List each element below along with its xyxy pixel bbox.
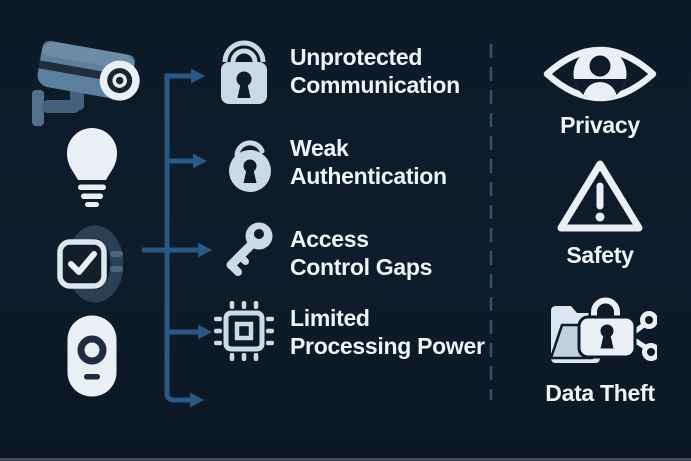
smart-bulb-icon [65, 126, 119, 212]
arrowhead-1 [191, 68, 205, 84]
vuln-line1: Unprotected [290, 44, 423, 70]
eye-privacy-icon [542, 36, 658, 112]
impact-label-data-theft: Data Theft [545, 380, 655, 406]
vulnerability-label-access-control-gaps: Access Control Gaps [290, 226, 510, 281]
data-theft-folder-lock-share-icon [545, 287, 657, 371]
vulnerability-label-limited-processing-power: Limited Processing Power [290, 305, 510, 360]
key-icon [219, 220, 277, 278]
microchip-icon [212, 299, 276, 363]
arrowhead-5 [190, 392, 204, 408]
bottom-edge-strip [0, 458, 691, 461]
cctv-camera-icon [26, 26, 152, 132]
smart-doorbell-icon [66, 314, 118, 398]
impact-label-privacy: Privacy [560, 112, 640, 138]
warning-triangle-icon [554, 155, 646, 237]
padlock-signal-icon [220, 29, 268, 105]
round-padlock-icon [228, 125, 272, 193]
vuln-line1: Access [290, 226, 369, 252]
vuln-line2: Processing Power [290, 332, 485, 359]
vuln-line1: Limited [290, 305, 370, 331]
vuln-line2: Control Gaps [290, 253, 433, 280]
impact-label-safety: Safety [566, 242, 634, 268]
arrowhead-4 [198, 324, 212, 340]
vuln-line2: Authentication [290, 162, 447, 189]
vulnerability-label-weak-authentication: Weak Authentication [290, 135, 510, 190]
vuln-line1: Weak [290, 135, 349, 161]
arrowhead-2 [193, 153, 207, 169]
vulnerability-label-unprotected-communication: Unprotected Communication [290, 44, 510, 99]
arrowhead-3 [198, 242, 212, 258]
vuln-line2: Communication [290, 71, 460, 98]
smartwatch-icon [57, 225, 123, 303]
